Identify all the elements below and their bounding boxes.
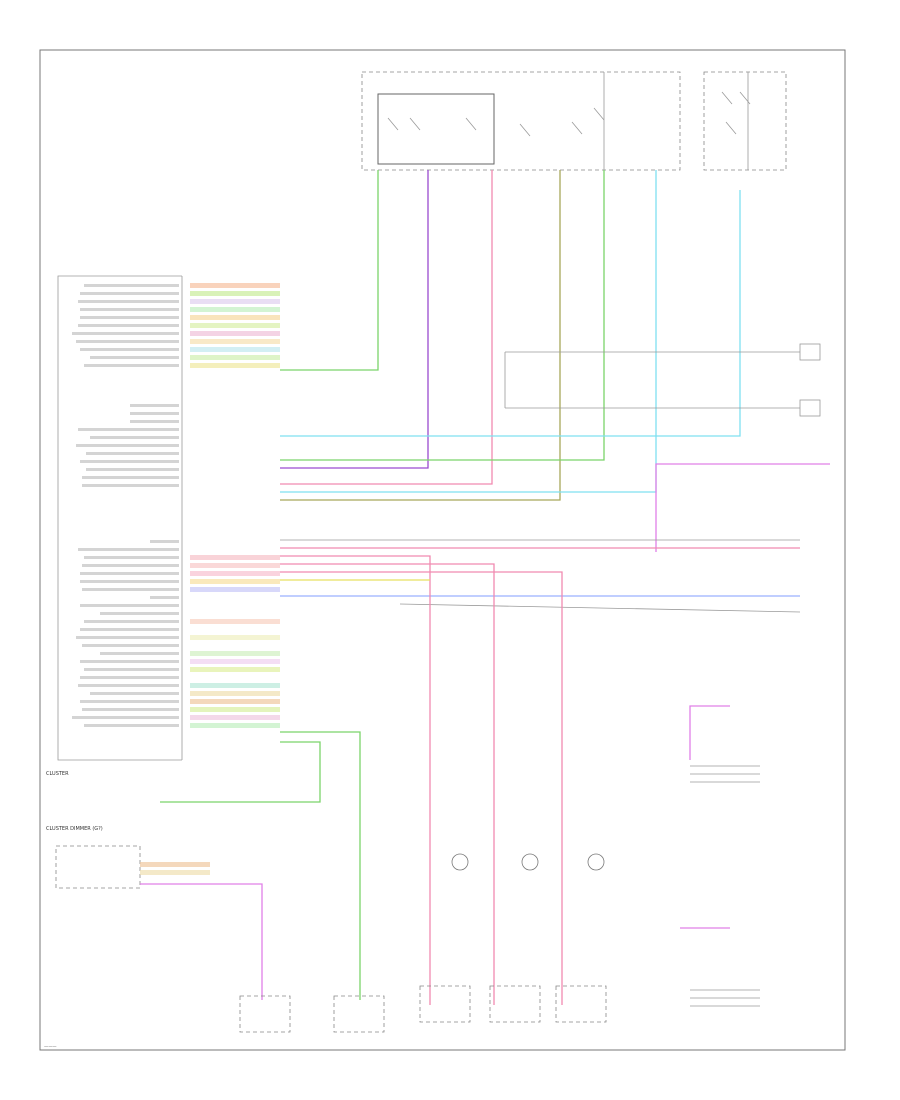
connector-upper-labels (72, 284, 179, 487)
vertical-wires (280, 170, 741, 501)
footer-id: ——— (44, 1044, 57, 1049)
connector-lower-labels (72, 540, 179, 727)
right-switch-groups (680, 705, 760, 1007)
dimmer-module (55, 845, 263, 1000)
right-components (280, 343, 830, 613)
diagram-frame (39, 49, 846, 1051)
wire-violet (280, 170, 429, 469)
cluster-outline (57, 275, 182, 761)
top-module-group (361, 71, 787, 171)
ignition-module-box (703, 71, 787, 171)
wire-pink-a (280, 170, 493, 485)
power-distribution-box (361, 71, 681, 171)
wire-olive (280, 170, 561, 501)
relay-symbols (387, 72, 751, 170)
wire-green-b (280, 170, 379, 371)
wire-cyan (280, 170, 657, 493)
relay-box-left (377, 93, 495, 165)
wire-magenta-a (655, 463, 830, 552)
wire-green-a (280, 170, 605, 461)
bottom-sensors (239, 853, 607, 1033)
wire-bands-upper (190, 283, 280, 368)
cluster-label: CLUSTER (46, 771, 69, 777)
wire-blue (280, 190, 741, 437)
cluster-dimmer-label: CLUSTER DIMMER (G?) (46, 826, 103, 832)
wire-bands-lower (190, 555, 280, 728)
sensor-wires (160, 555, 563, 1005)
